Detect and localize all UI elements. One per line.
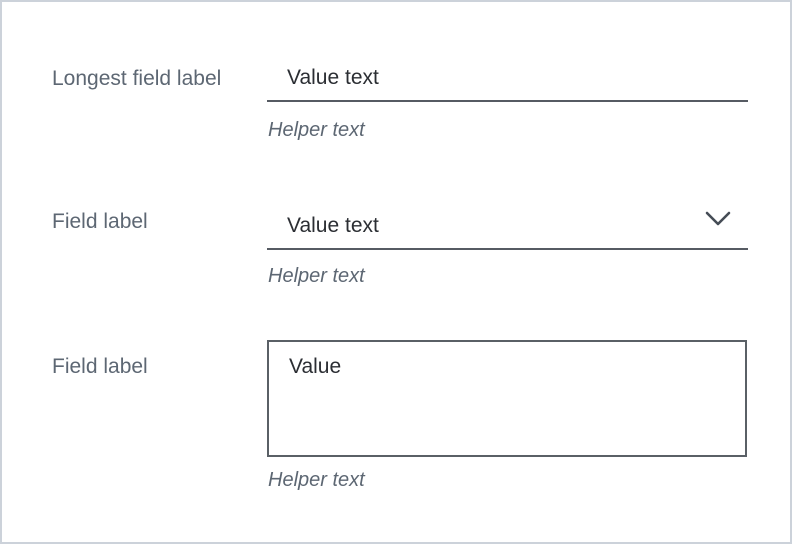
helper-text: Helper text	[268, 265, 365, 287]
chevron-down-icon	[705, 211, 731, 226]
select-control[interactable]: Value text	[267, 206, 748, 250]
textarea-input[interactable]: Value	[267, 340, 747, 457]
select-value: Value text	[287, 214, 379, 237]
text-input[interactable]	[267, 62, 748, 102]
helper-text: Helper text	[268, 469, 365, 491]
helper-text: Helper text	[268, 119, 365, 141]
field-label: Field label	[52, 210, 148, 233]
field-label: Longest field label	[52, 67, 222, 90]
field-label: Field label	[52, 355, 148, 378]
